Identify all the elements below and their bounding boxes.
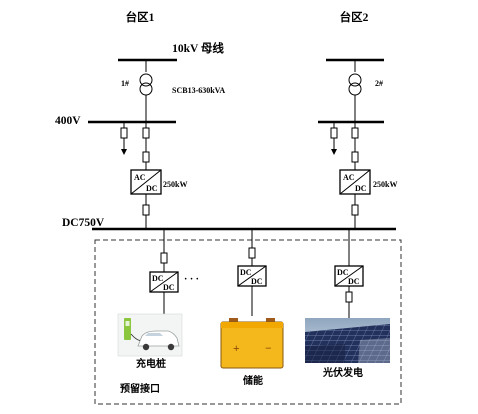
acdc-2-power: 250kW	[373, 180, 397, 189]
dc-bus-label: DC750V	[62, 217, 105, 229]
transformer-1-id: 1#	[121, 79, 129, 88]
acdc-branch-1	[130, 122, 162, 229]
acdc-2-bottom-label: DC	[355, 184, 367, 193]
dcdc-branch-charging	[149, 229, 179, 314]
acdc-2-top-label: AC	[343, 173, 355, 182]
reserved-interface-label: 预留接口	[120, 382, 160, 395]
dcdc-charging-bottom-label: DC	[163, 283, 175, 292]
zone1-title: 台区1	[126, 10, 155, 24]
pv-panels-illustration	[305, 318, 390, 363]
dcdc-storage-top-label: DC	[240, 268, 252, 277]
dcdc-branch-storage	[237, 229, 267, 316]
transformer-1-model: SCB13-630kVA	[172, 86, 225, 95]
transformer-2	[348, 60, 362, 122]
zone2-title: 台区2	[340, 10, 369, 24]
dcdc-branch-pv	[334, 229, 364, 318]
transformer-2-id: 2#	[375, 79, 383, 88]
ev-charging-illustration	[117, 313, 183, 357]
dcdc-pv-bottom-label: DC	[348, 277, 360, 286]
more-ellipsis: · · ·	[184, 274, 199, 285]
charging-pile-label: 充电桩	[136, 357, 166, 370]
acdc-1-top-label: AC	[134, 173, 146, 182]
dcdc-storage-bottom-label: DC	[251, 277, 263, 286]
dcdc-pv-top-label: DC	[337, 268, 349, 277]
storage-label: 储能	[242, 374, 263, 387]
feeder-branch-1	[120, 122, 128, 155]
acdc-branch-2	[339, 122, 371, 229]
battery-storage-icon	[220, 318, 284, 369]
hv-bus-label: 10kV 母线	[172, 41, 224, 55]
battery-minus-sign: −	[265, 343, 272, 355]
reserved-region	[94, 239, 402, 405]
lv-bus-label: 400V	[55, 115, 81, 127]
battery-plus-sign: +	[233, 343, 240, 355]
transformer-1	[139, 60, 153, 122]
acdc-1-bottom-label: DC	[146, 184, 158, 193]
acdc-1-power: 250kW	[163, 180, 187, 189]
pv-label: 光伏发电	[322, 366, 363, 379]
dcdc-charging-top-label: DC	[152, 274, 164, 283]
feeder-branch-2	[330, 122, 338, 155]
